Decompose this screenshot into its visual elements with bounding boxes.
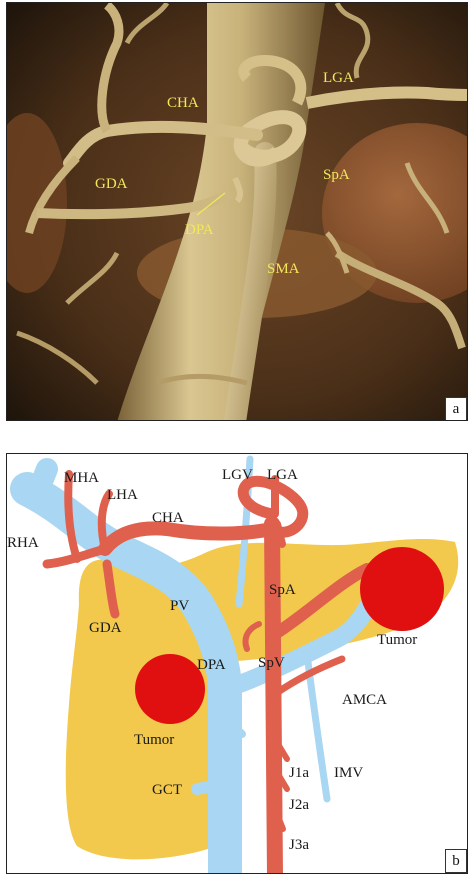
branch-1 (124, 3, 170, 45)
mha-artery (64, 470, 81, 563)
panel-a-tag: a (445, 397, 467, 420)
label-j1a: J1a (289, 765, 309, 781)
label-cha: CHA (152, 510, 184, 526)
label-sma: SMA (267, 261, 300, 277)
j2a-artery (272, 766, 290, 792)
portal-branch-left (26, 458, 58, 505)
label-pv: PV (170, 598, 189, 614)
proper-hepatic-vessel (97, 3, 124, 134)
panel-a-ct-angiography: CHA LGA GDA SpA DPA SMA a (6, 2, 468, 421)
vein-tributary (221, 715, 246, 738)
aorta (117, 3, 325, 420)
label-cha: CHA (167, 95, 199, 111)
label-imv: IMV (334, 765, 363, 781)
ct-rendering: CHA LGA GDA SpA DPA SMA (7, 3, 467, 420)
panel-b-tag: b (445, 849, 467, 873)
label-mha: MHA (64, 470, 99, 486)
dpa-vessel (232, 176, 244, 204)
gct-vessel (191, 778, 231, 795)
sma-aorta-artery (264, 516, 283, 873)
gda-branch (25, 155, 80, 235)
panel-b-schematic: MHA LHA RHA CHA LGV LGA PV SpA GDA DPA S… (6, 453, 468, 874)
celiac-loop (233, 110, 307, 167)
tumor-pancreatic-head (135, 654, 205, 724)
label-gct: GCT (152, 782, 182, 798)
branch-6 (404, 162, 450, 234)
label-tumor-right: Tumor (377, 632, 417, 648)
label-lgv: LGV (222, 467, 253, 483)
branch-5 (156, 373, 248, 386)
sma-vessel (224, 142, 277, 420)
lha-artery (97, 490, 113, 553)
branch-4 (16, 330, 99, 385)
label-lga: LGA (323, 70, 354, 86)
arterial-system (42, 470, 373, 873)
celiac-trunk (273, 520, 286, 548)
dpa-artery (242, 621, 262, 652)
gda-artery (102, 559, 120, 619)
schematic-diagram: MHA LHA RHA CHA LGV LGA PV SpA GDA DPA S… (7, 455, 459, 873)
label-lha: LHA (107, 487, 138, 503)
label-amca: AMCA (342, 692, 387, 708)
label-j2a: J2a (289, 797, 309, 813)
lga-vessel (238, 54, 307, 106)
tumor-spleen-hilum (360, 547, 444, 631)
branch-3 (65, 251, 120, 305)
label-j3a: J3a (289, 837, 309, 853)
liver-tissue (7, 113, 67, 293)
label-lga: LGA (267, 467, 298, 483)
label-dpa: DPA (197, 657, 226, 673)
branch-2 (334, 3, 371, 79)
cha-artery (98, 521, 279, 556)
label-gda: GDA (89, 620, 122, 636)
label-tumor-left: Tumor (134, 732, 174, 748)
branch-7 (325, 231, 350, 274)
label-gda: GDA (95, 176, 128, 192)
j1a-artery (272, 736, 290, 762)
j3a-artery (272, 806, 286, 832)
label-dpa: DPA (185, 222, 214, 238)
label-spa: SpA (269, 582, 296, 598)
spa-artery (269, 563, 373, 640)
amca-artery (271, 655, 346, 698)
imv-vessel (303, 650, 331, 803)
label-spv: SpV (258, 655, 285, 671)
spa-vessel (305, 86, 467, 109)
label-rha: RHA (7, 535, 39, 551)
dpa-leader-line (196, 192, 226, 216)
splenic-branch (334, 249, 466, 350)
cha-vessel (63, 120, 263, 169)
portal-vein-smv (10, 472, 242, 873)
label-spa: SpA (323, 167, 350, 183)
